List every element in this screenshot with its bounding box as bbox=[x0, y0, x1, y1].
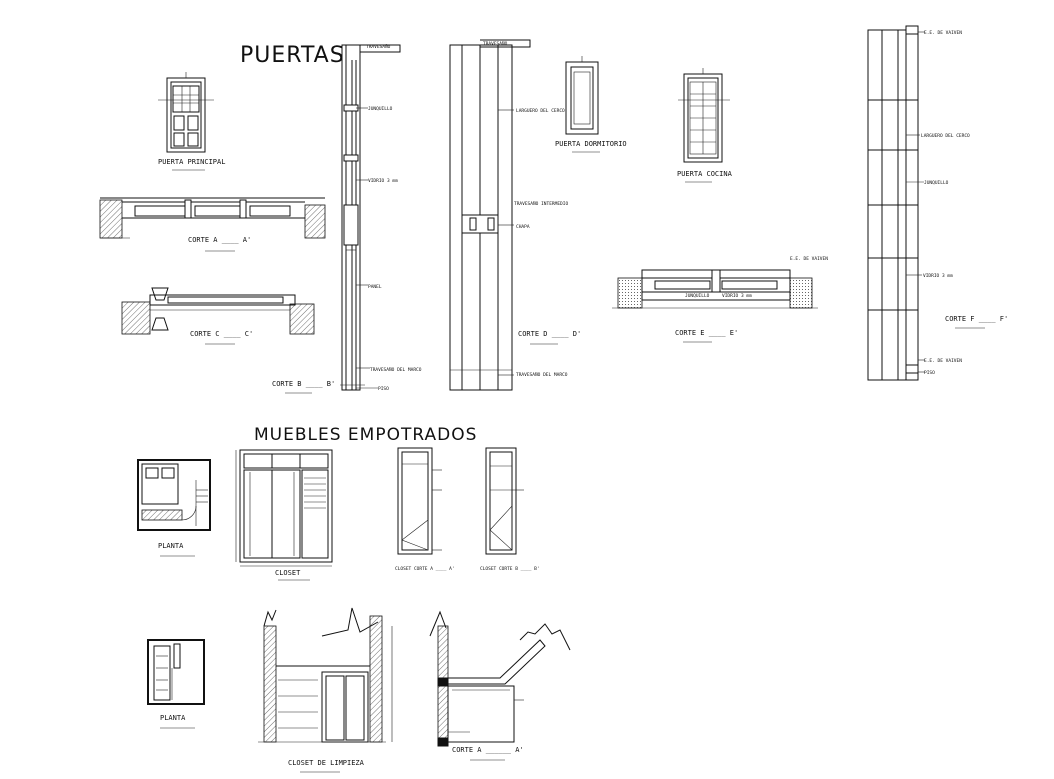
label-eje-vaiven-f-bottom: E.E. DE VAIVEN bbox=[924, 358, 962, 364]
label-closet-limpieza: CLOSET DE LIMPIEZA bbox=[288, 759, 365, 767]
title-muebles-empotrados: MUEBLES EMPOTRADOS bbox=[254, 425, 477, 445]
label-travesano-marco-d: TRAVESAÑO DEL MARCO bbox=[516, 371, 568, 378]
label-closet: CLOSET bbox=[275, 569, 301, 577]
label-panel: PANEL bbox=[368, 284, 382, 290]
label-corte-d: CORTE D ____ D' bbox=[518, 330, 581, 338]
label-planta-1: PLANTA bbox=[158, 542, 184, 550]
label-chapa: CHAPA bbox=[516, 224, 530, 230]
label-junquillo: JUNQUILLO bbox=[368, 106, 393, 112]
label-closet-corte-b: CLOSET CORTE B ____ B' bbox=[480, 566, 540, 572]
closet-limpieza-elevation bbox=[258, 607, 393, 743]
label-puerta-cocina: PUERTA COCINA bbox=[677, 170, 733, 178]
label-eje-vaiven-f-top: E.E. DE VAIVEN bbox=[924, 30, 962, 36]
label-puerta-principal: PUERTA PRINCIPAL bbox=[158, 158, 225, 166]
label-travesano-d: TRAVESAÑO bbox=[483, 40, 508, 47]
puerta-dormitorio-elevation bbox=[565, 56, 599, 135]
corte-c-section bbox=[121, 287, 315, 335]
label-vidrio-e: VIDRIO 3 mm bbox=[722, 293, 752, 299]
label-travesano-intermedio: TRAVESAÑO INTERMEDIO bbox=[514, 200, 568, 207]
label-closet-corte-a: CLOSET CORTE A ____ A' bbox=[395, 566, 455, 572]
corte-b-section bbox=[340, 44, 401, 391]
label-corte-a: CORTE A ____ A' bbox=[188, 236, 251, 244]
label-piso-f: PISO bbox=[924, 370, 935, 376]
label-junquillo-e: JUNQUILLO bbox=[685, 293, 710, 299]
corte-a-limpieza bbox=[429, 610, 571, 747]
corte-f-section bbox=[867, 25, 925, 381]
closet-corte-b bbox=[485, 447, 524, 555]
label-corte-e: CORTE E ____ E' bbox=[675, 329, 738, 337]
label-vidrio-f: VIDRIO 3 mm bbox=[923, 273, 953, 279]
planta-limpieza bbox=[147, 639, 205, 705]
closet-elevation bbox=[235, 449, 333, 567]
label-planta-2: PLANTA bbox=[160, 714, 186, 722]
label-corte-a-limpieza: CORTE A ______ A' bbox=[452, 746, 524, 754]
corte-a-section bbox=[99, 197, 326, 239]
planta-dormitorio bbox=[137, 459, 211, 531]
label-junquillo-f: JUNQUILLO bbox=[924, 180, 949, 186]
label-eje-vaiven-e: E.E. DE VAIVEN bbox=[790, 256, 828, 262]
label-corte-c: CORTE C ____ C' bbox=[190, 330, 253, 338]
puerta-principal-elevation bbox=[158, 72, 214, 153]
corte-d-section bbox=[449, 39, 531, 391]
label-corte-f: CORTE F ____ F' bbox=[945, 315, 1008, 323]
closet-corte-a bbox=[397, 447, 442, 555]
label-vidrio: VIDRIO 3 mm bbox=[368, 178, 398, 184]
label-larguero-cerco-f: LARGUERO DEL CERCO bbox=[921, 133, 970, 139]
title-puertas: PUERTAS bbox=[240, 43, 345, 68]
label-puerta-dormitorio: PUERTA DORMITORIO bbox=[555, 140, 627, 148]
label-travesano-marco: TRAVESAÑO DEL MARCO bbox=[370, 366, 422, 373]
puerta-cocina-elevation bbox=[678, 68, 730, 163]
corte-e-section bbox=[612, 269, 818, 309]
label-travesano: TRAVESAÑO bbox=[366, 43, 391, 50]
label-piso: PISO bbox=[378, 386, 389, 392]
label-corte-b: CORTE B ____ B' bbox=[272, 380, 335, 388]
label-larguero-cerco-d: LARGUERO DEL CERCO bbox=[516, 108, 565, 114]
